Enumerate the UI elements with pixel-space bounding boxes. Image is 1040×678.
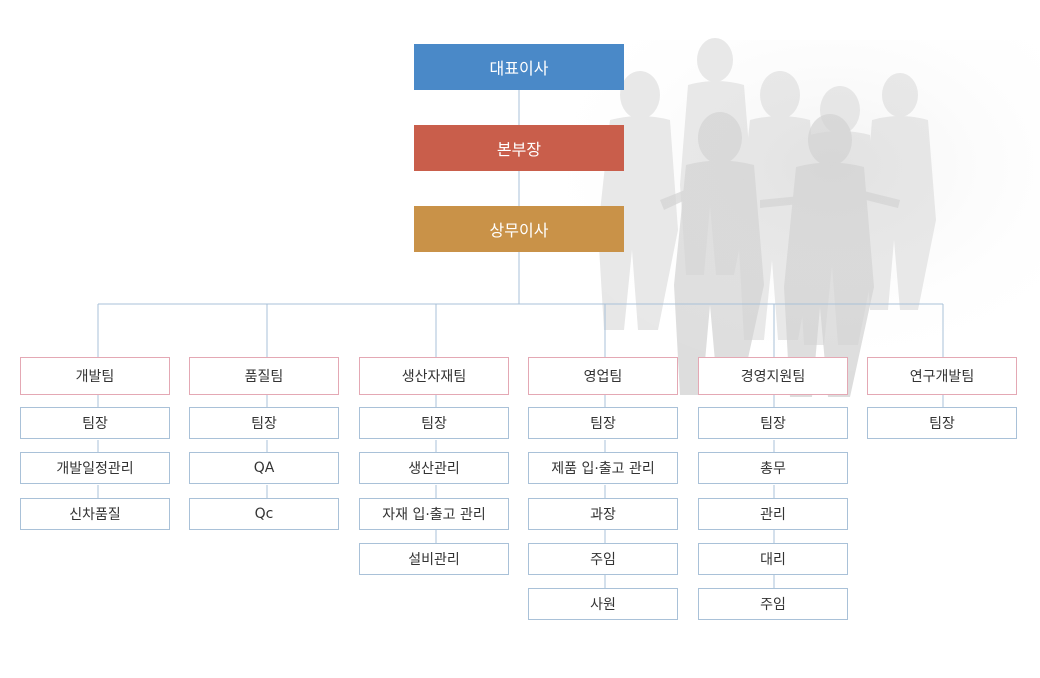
- role-box: 총무: [698, 452, 848, 484]
- dept-management-support: 경영지원팀: [698, 357, 848, 395]
- role-box: 설비관리: [359, 543, 509, 575]
- role-box: 팀장: [20, 407, 170, 439]
- role-box: 제품 입·출고 관리: [528, 452, 678, 484]
- role-box: 팀장: [867, 407, 1017, 439]
- role-box: 대리: [698, 543, 848, 575]
- ceo-box: 대표이사: [414, 44, 624, 90]
- role-box: 개발일정관리: [20, 452, 170, 484]
- role-box: 주임: [528, 543, 678, 575]
- role-box: Qc: [189, 498, 339, 530]
- role-box: 팀장: [528, 407, 678, 439]
- role-box: 관리: [698, 498, 848, 530]
- role-box: 사원: [528, 588, 678, 620]
- dept-development: 개발팀: [20, 357, 170, 395]
- dept-sales: 영업팀: [528, 357, 678, 395]
- role-box: 팀장: [698, 407, 848, 439]
- role-box: QA: [189, 452, 339, 484]
- role-box: 팀장: [359, 407, 509, 439]
- dept-research-development: 연구개발팀: [867, 357, 1017, 395]
- headquarters-head-box: 본부장: [414, 125, 624, 171]
- dept-production-materials: 생산자재팀: [359, 357, 509, 395]
- managing-director-box: 상무이사: [414, 206, 624, 252]
- dept-quality: 품질팀: [189, 357, 339, 395]
- role-box: 자재 입·출고 관리: [359, 498, 509, 530]
- role-box: 주임: [698, 588, 848, 620]
- role-box: 팀장: [189, 407, 339, 439]
- role-box: 생산관리: [359, 452, 509, 484]
- role-box: 신차품질: [20, 498, 170, 530]
- role-box: 과장: [528, 498, 678, 530]
